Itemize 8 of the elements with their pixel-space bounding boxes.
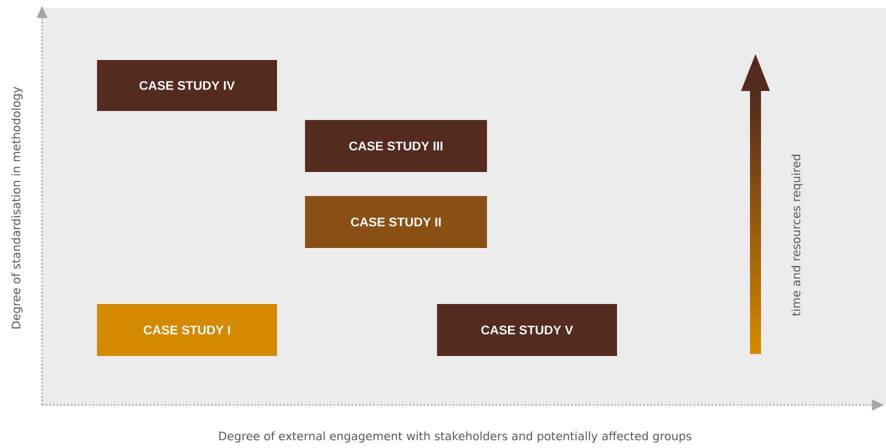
axis-label: Degree of external engagement with stakeholders and potentially affected groups (219, 431, 692, 443)
case-study-box: CASE STUDY V (437, 304, 617, 356)
case-study-box: CASE STUDY III (305, 120, 487, 172)
axis-label: time and resources required (791, 154, 803, 316)
case-study-box: CASE STUDY I (97, 304, 277, 356)
axis-label: Degree of standardisation in methodology (11, 86, 23, 328)
case-study-box: CASE STUDY II (305, 196, 487, 248)
case-study-box: CASE STUDY IV (97, 60, 277, 111)
